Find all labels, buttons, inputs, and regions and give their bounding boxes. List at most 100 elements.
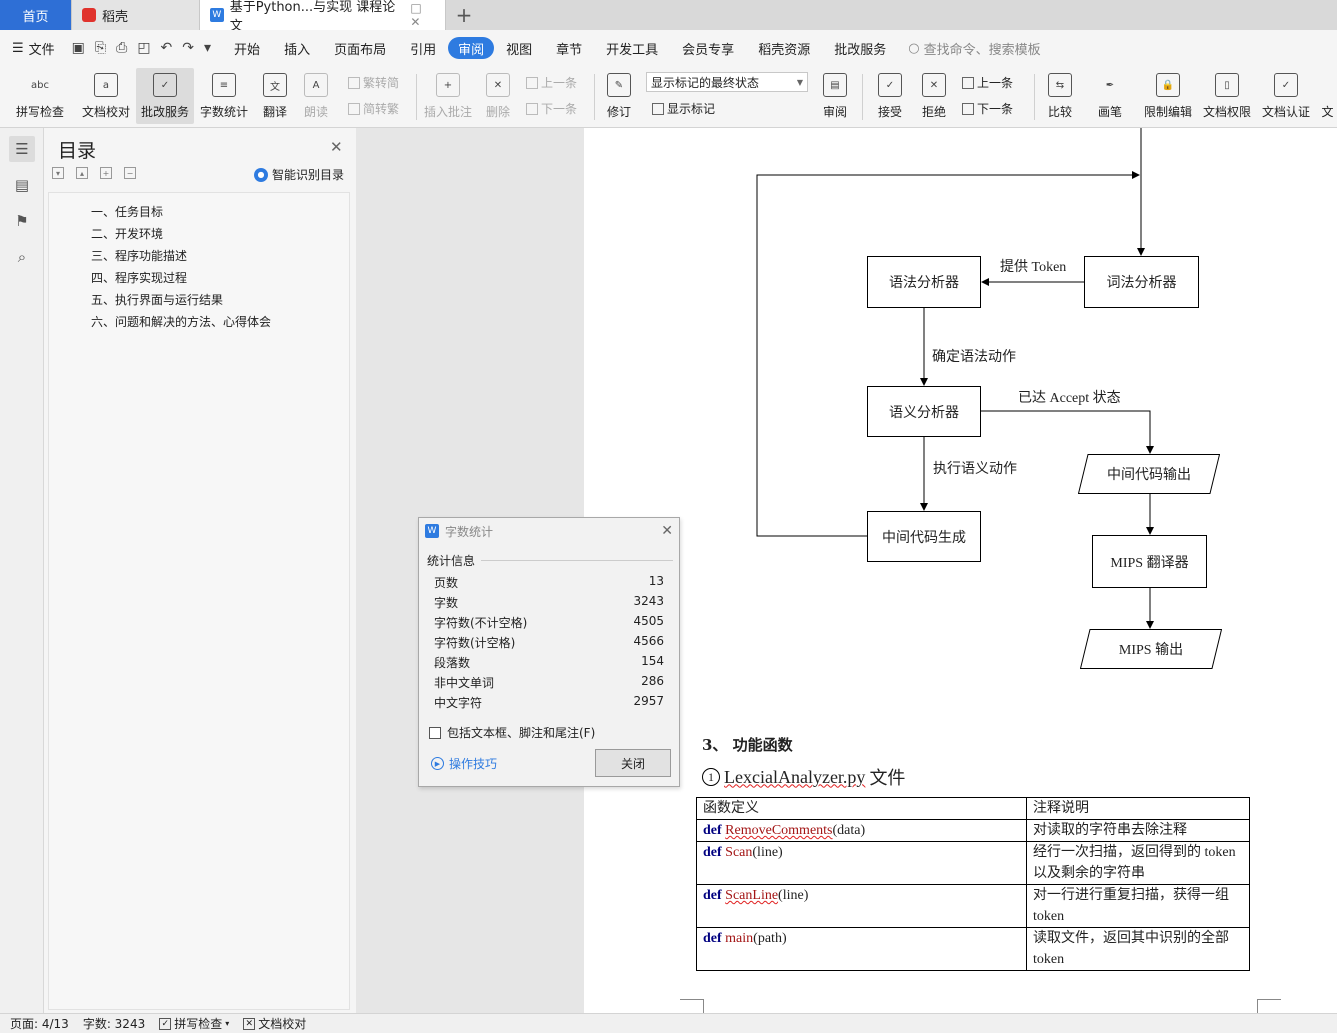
- command-search-placeholder: 查找命令、搜索模板: [923, 42, 1041, 58]
- toc-list: 一、任务目标 二、开发环境 三、程序功能描述 四、程序实现过程 五、执行界面与运…: [48, 192, 350, 1010]
- proofread-toggle[interactable]: ✕文档校对: [243, 1015, 306, 1032]
- checkbox-box: [429, 726, 441, 739]
- prev-change-button[interactable]: 上一条: [962, 74, 1013, 91]
- tab-daoke[interactable]: 稻壳: [72, 0, 200, 30]
- menu-item[interactable]: 会员专享: [670, 37, 746, 59]
- review-pane-button[interactable]: ▤审阅: [816, 68, 854, 124]
- menu-item[interactable]: 稻壳资源: [746, 37, 822, 59]
- accept-button[interactable]: ✓接受: [870, 68, 910, 124]
- doc-certify-button[interactable]: ✓文档认证: [1258, 68, 1314, 124]
- menu-item-label: 视图: [506, 42, 533, 58]
- page-corner-mark: [1257, 999, 1258, 1013]
- revise-button[interactable]: ✎修订: [600, 68, 638, 124]
- spell-check-status-label: 拼写检查: [174, 1017, 223, 1031]
- restrict-edit-button[interactable]: 🔒 限制编辑: [1140, 68, 1196, 124]
- menu-item-label: 章节: [556, 42, 583, 58]
- menu-item[interactable]: 引用: [398, 37, 448, 59]
- remove-heading-icon[interactable]: −: [124, 167, 136, 179]
- reject-button[interactable]: ✕拒绝: [914, 68, 954, 124]
- menu-item[interactable]: 开发工具: [594, 37, 670, 59]
- markup-state-select[interactable]: 显示标记的最终状态▼: [646, 72, 808, 92]
- more-button[interactable]: 文: [1318, 68, 1337, 124]
- menu-item[interactable]: 视图: [494, 37, 544, 59]
- chevron-down-icon[interactable]: ▾: [204, 40, 212, 56]
- collapse-icon[interactable]: ▴: [76, 167, 88, 179]
- toc-item[interactable]: 三、程序功能描述: [91, 249, 188, 263]
- compare-button[interactable]: ⇆比较: [1040, 68, 1080, 124]
- undo-icon[interactable]: ↶: [160, 40, 173, 56]
- expand-icon[interactable]: ▾: [52, 167, 64, 179]
- menu-item[interactable]: 插入: [272, 37, 322, 59]
- simp-to-trad-button[interactable]: 简转繁: [348, 100, 399, 117]
- menu-item-active[interactable]: 审阅: [448, 37, 495, 59]
- save-icon[interactable]: ▣: [71, 40, 85, 56]
- add-heading-icon[interactable]: +: [100, 167, 112, 179]
- restrict-edit-label: 限制编辑: [1143, 105, 1192, 119]
- close-icon[interactable]: ✕: [661, 523, 673, 539]
- word-count-button[interactable]: ≡字数统计: [197, 68, 251, 124]
- doc-permission-button[interactable]: ▯文档权限: [1200, 68, 1254, 124]
- export-icon[interactable]: ⎘: [94, 40, 107, 56]
- preview-icon[interactable]: ◰: [137, 40, 151, 56]
- word-count-indicator[interactable]: 字数: 3243: [82, 1017, 146, 1031]
- command-search[interactable]: ○查找命令、搜索模板: [908, 39, 1040, 58]
- next-comment-button[interactable]: 下一条: [526, 100, 577, 117]
- menu-item[interactable]: 章节: [544, 37, 594, 59]
- close-button[interactable]: 关闭: [595, 749, 671, 777]
- delete-comment-label: 删除: [485, 105, 510, 119]
- stat-value: 4505: [633, 614, 664, 628]
- tips-link[interactable]: ▶操作技巧: [431, 755, 497, 772]
- include-textbox-checkbox[interactable]: 包括文本框、脚注和尾注(F): [429, 724, 595, 741]
- chapter-icon[interactable]: ▤: [14, 176, 30, 194]
- menu-item[interactable]: 开始: [222, 37, 272, 59]
- trad-to-simp-label: 繁转简: [363, 76, 400, 90]
- doc-certify-label: 文档认证: [1261, 105, 1310, 119]
- proofread-icon: a: [94, 73, 118, 97]
- smart-toc-button[interactable]: ●智能识别目录: [254, 166, 344, 183]
- correction-service-button[interactable]: ✓批改服务: [136, 68, 194, 124]
- bookmark-icon[interactable]: ⚑: [15, 212, 29, 230]
- toc-item[interactable]: 五、执行界面与运行结果: [91, 293, 224, 307]
- menu-item-label: 引用: [410, 42, 437, 58]
- redo-icon[interactable]: ↷: [182, 40, 195, 56]
- toc-item[interactable]: 四、程序实现过程: [91, 271, 188, 285]
- new-tab-button[interactable]: +: [446, 0, 482, 30]
- chevron-down-icon: ▾: [225, 1019, 230, 1028]
- translate-button[interactable]: 文翻译: [255, 68, 295, 124]
- function-args: (path): [753, 931, 787, 946]
- table-cell: 对一行进行重复扫描，获得一组 token: [1026, 884, 1250, 928]
- close-icon[interactable]: ✕: [330, 138, 343, 156]
- toc-item[interactable]: 六、问题和解决的方法、心得体会: [91, 315, 272, 329]
- next-change-button[interactable]: 下一条: [962, 100, 1013, 117]
- search-icon[interactable]: ⌕: [17, 248, 27, 266]
- word-count-icon: ≡: [212, 73, 236, 97]
- toc-item[interactable]: 二、开发环境: [91, 227, 164, 241]
- close-icon[interactable]: □ ✕: [410, 1, 422, 29]
- show-markup-button[interactable]: 显示标记: [652, 100, 715, 117]
- menu-item-label: 开始: [234, 42, 261, 58]
- tab-home-label: 首页: [22, 9, 49, 25]
- menu-item[interactable]: 批改服务: [822, 37, 898, 59]
- print-icon[interactable]: ⎙: [116, 40, 128, 56]
- page-indicator[interactable]: 页面: 4/13: [10, 1017, 69, 1031]
- prev-comment-button[interactable]: 上一条: [526, 74, 577, 91]
- trad-to-simp-button[interactable]: 繁转简: [348, 74, 399, 91]
- dialog-titlebar[interactable]: W 字数统计 ✕: [419, 518, 679, 544]
- pen-button[interactable]: ✒画笔: [1092, 68, 1128, 124]
- insert-comment-button[interactable]: +插入批注: [422, 68, 474, 124]
- delete-comment-button[interactable]: ✕删除: [478, 68, 518, 124]
- tab-home[interactable]: 首页: [0, 0, 72, 30]
- lock-icon: 🔒: [1156, 73, 1180, 97]
- keyword: def: [703, 931, 722, 946]
- file-menu[interactable]: ☰文件: [0, 37, 67, 59]
- spell-check-toggle[interactable]: ✓拼写检查▾: [159, 1015, 229, 1032]
- stat-value: 2957: [633, 694, 664, 708]
- menu-item[interactable]: 页面布局: [322, 37, 398, 59]
- toc-item[interactable]: 一、任务目标: [91, 205, 164, 219]
- toc-pane-icon[interactable]: ☰: [9, 136, 35, 162]
- table-header-row: 函数定义 注释说明: [696, 797, 1250, 820]
- toc-title: 目录: [58, 140, 97, 162]
